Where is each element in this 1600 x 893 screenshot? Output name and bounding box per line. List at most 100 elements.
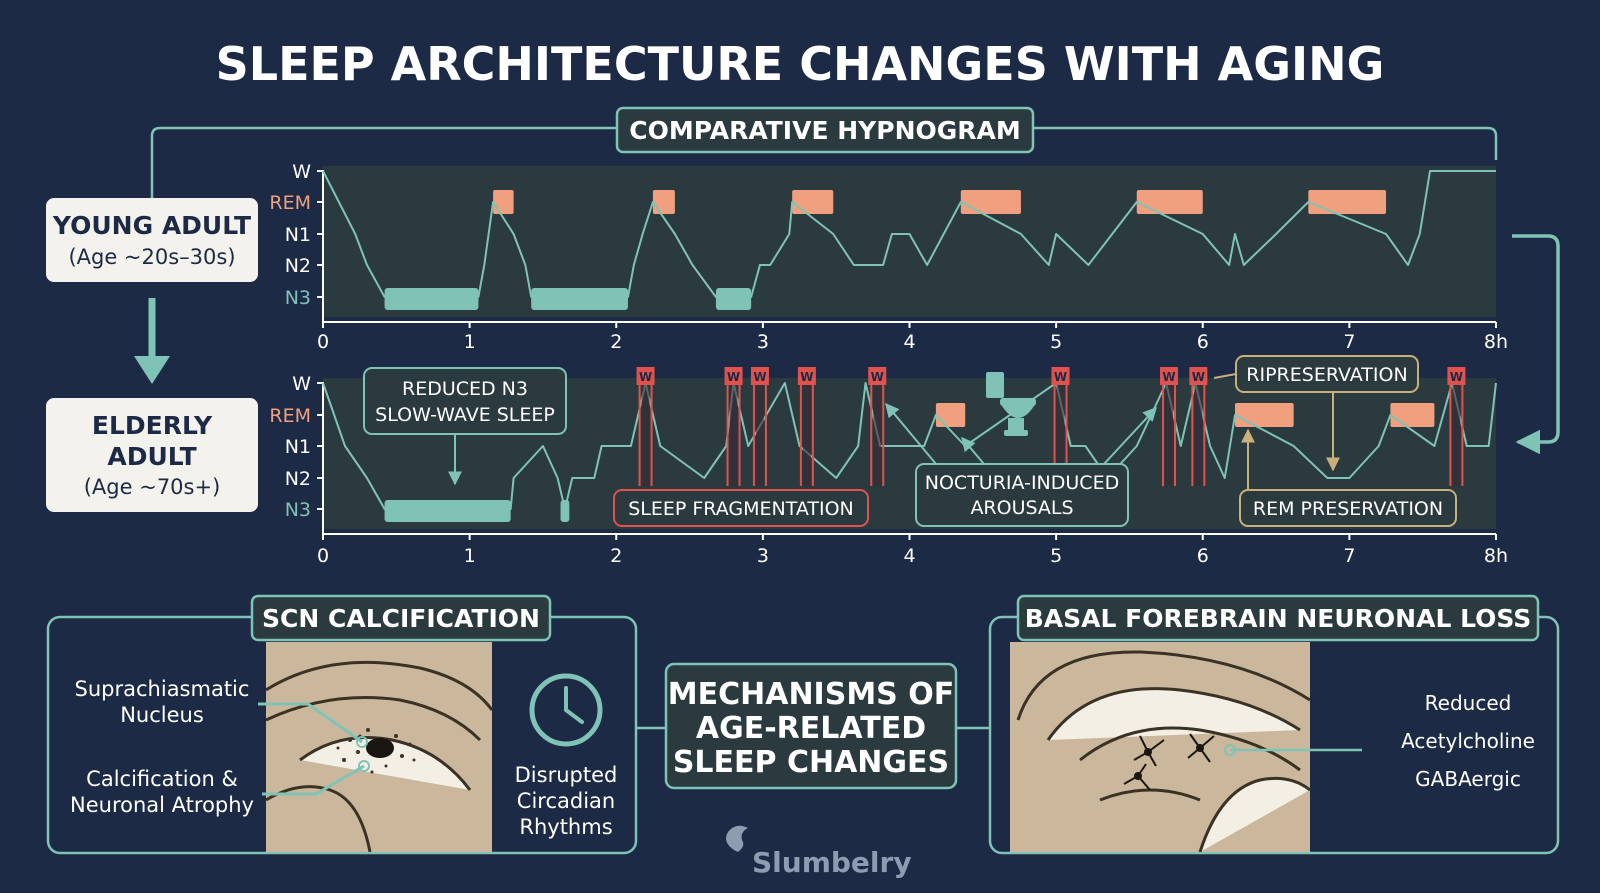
elderly-wake-label-1: W <box>727 370 740 384</box>
young-x-tick-1: 1 <box>464 331 476 353</box>
rhythm-line1: Disrupted <box>515 763 618 787</box>
young-y-tick-rem: REM <box>269 192 311 214</box>
elderly-x-tick-8: 8h <box>1484 545 1508 567</box>
elderly-wake-badge-5 <box>1051 367 1070 385</box>
nocturia-pointer-right <box>1103 406 1157 465</box>
rem-preservation-callout <box>1239 489 1457 527</box>
scn-label-calcification-line1: Calcification & <box>86 767 238 791</box>
elderly-wake-shadow-5 <box>1056 383 1065 486</box>
young-x-tick-6: 6 <box>1197 331 1209 353</box>
elderly-x-tick-3: 3 <box>757 545 769 567</box>
elderly-x-tick-5: 5 <box>1050 545 1062 567</box>
hypnogram-title: COMPARATIVE HYPNOGRAM <box>629 116 1021 145</box>
young-x-tick-8: 8h <box>1484 331 1508 353</box>
elderly-wake-shadow-2 <box>755 383 764 486</box>
elderly-wake-badge-0 <box>636 367 655 385</box>
young-adult-age: (Age ~20s–30s) <box>68 245 235 269</box>
young-y-tick-n3: N3 <box>285 287 311 309</box>
elderly-wake-shadow-6 <box>1165 383 1174 486</box>
elderly-y-tick-w: W <box>292 373 311 395</box>
elderly-wake-label-0: W <box>639 370 652 384</box>
young-n3-band-1 <box>531 288 628 310</box>
elderly-rem-band-0 <box>935 403 966 427</box>
scn-brain-illustration <box>266 642 492 852</box>
elderly-x-tick-4: 4 <box>903 545 915 567</box>
down-arrow-head <box>134 356 170 384</box>
elderly-rem-band-1 <box>1235 403 1294 427</box>
elderly-wake-shadow-4 <box>873 383 882 486</box>
hypnogram-title-box <box>615 106 1035 154</box>
scn-label-nucleus-line1: Suprachiasmatic <box>75 677 250 701</box>
young-rem-band-2 <box>792 190 834 214</box>
scn-title-box <box>250 594 552 642</box>
young-x-tick-4: 4 <box>903 331 915 353</box>
young-y-tick-n2: N2 <box>285 255 311 277</box>
scn-calcification-leader <box>262 764 365 796</box>
young-adult-title: YOUNG ADULT <box>52 211 251 240</box>
reduced-n3-callout <box>363 367 567 435</box>
mechanisms-box <box>664 662 958 790</box>
elderly-adult-title-line1: ELDERLY <box>92 411 213 440</box>
scn-label-nucleus-line2: Nucleus <box>120 703 204 727</box>
fragmentation-label: SLEEP FRAGMENTATION <box>628 498 854 520</box>
basal-title-box <box>1016 594 1540 642</box>
basal-line3: GABAergic <box>1415 767 1521 791</box>
young-x-tick-7: 7 <box>1343 331 1355 353</box>
elderly-n3-band-0 <box>384 500 511 522</box>
nocturia-pointer-left <box>885 402 937 465</box>
elderly-wake-shadow-0 <box>641 383 650 486</box>
page-title: SLEEP ARCHITECTURE CHANGES WITH AGING <box>216 37 1385 91</box>
elderly-wake-badge-4 <box>868 367 887 385</box>
young-y-tick-n1: N1 <box>285 224 311 246</box>
elderly-adult-card <box>46 398 258 512</box>
young-x-tick-3: 3 <box>757 331 769 353</box>
mechanisms-line2: AGE-RELATED <box>696 711 926 746</box>
elderly-wake-shadow-3 <box>802 383 811 486</box>
elderly-wake-label-8: W <box>1450 370 1463 384</box>
fragmentation-callout <box>613 489 869 527</box>
young-plot-area <box>323 166 1496 317</box>
scn-nucleus-marker <box>356 736 368 748</box>
elderly-wake-badge-8 <box>1447 367 1466 385</box>
brand-moon-icon <box>726 825 748 852</box>
elderly-wake-label-4: W <box>871 370 884 384</box>
nocturia-line1: NOCTURIA-INDUCED <box>925 472 1119 494</box>
elderly-adult-title-line2: ADULT <box>107 442 196 471</box>
young-y-tick-w: W <box>292 161 311 183</box>
scn-calcification-marker <box>358 760 370 772</box>
elderly-wake-badge-7 <box>1189 367 1208 385</box>
basal-brain-illustration <box>1010 642 1310 852</box>
nocturia-callout <box>915 463 1129 527</box>
rhythm-line3: Rhythms <box>519 815 612 839</box>
young-rem-band-5 <box>1308 190 1387 214</box>
scn-label-calcification-line2: Neuronal Atrophy <box>70 793 254 817</box>
elderly-x-tick-1: 1 <box>464 545 476 567</box>
young-adult-card <box>46 198 258 282</box>
young-rem-band-1 <box>652 190 675 214</box>
elderly-rem-band-2 <box>1390 403 1435 427</box>
elderly-y-tick-n3: N3 <box>285 499 311 521</box>
elderly-y-tick-rem: REM <box>269 405 311 427</box>
elderly-wake-label-3: W <box>800 370 813 384</box>
elderly-wake-label-2: W <box>753 370 766 384</box>
young-x-tick-2: 2 <box>610 331 622 353</box>
toilet-icon <box>986 372 1036 436</box>
young-hypnogram-line <box>322 170 1496 298</box>
rhythm-line2: Circadian <box>517 789 615 813</box>
mechanisms-line3: SLEEP CHANGES <box>673 745 949 780</box>
young-rem-band-3 <box>960 190 1021 214</box>
scn-nucleus-leader <box>258 702 363 744</box>
elderly-x-tick-7: 7 <box>1343 545 1355 567</box>
basal-line2: Acetylcholine <box>1401 729 1535 753</box>
basal-line1: Reduced <box>1425 691 1512 715</box>
scn-title: SCN CALCIFICATION <box>262 604 540 633</box>
elderly-wake-badge-3 <box>797 367 816 385</box>
elderly-y-tick-n2: N2 <box>285 468 311 490</box>
elderly-n3-band-1 <box>560 500 570 522</box>
elderly-wake-shadow-1 <box>729 383 738 486</box>
young-x-tick-5: 5 <box>1050 331 1062 353</box>
nocturia-pointer-mid <box>961 436 985 465</box>
